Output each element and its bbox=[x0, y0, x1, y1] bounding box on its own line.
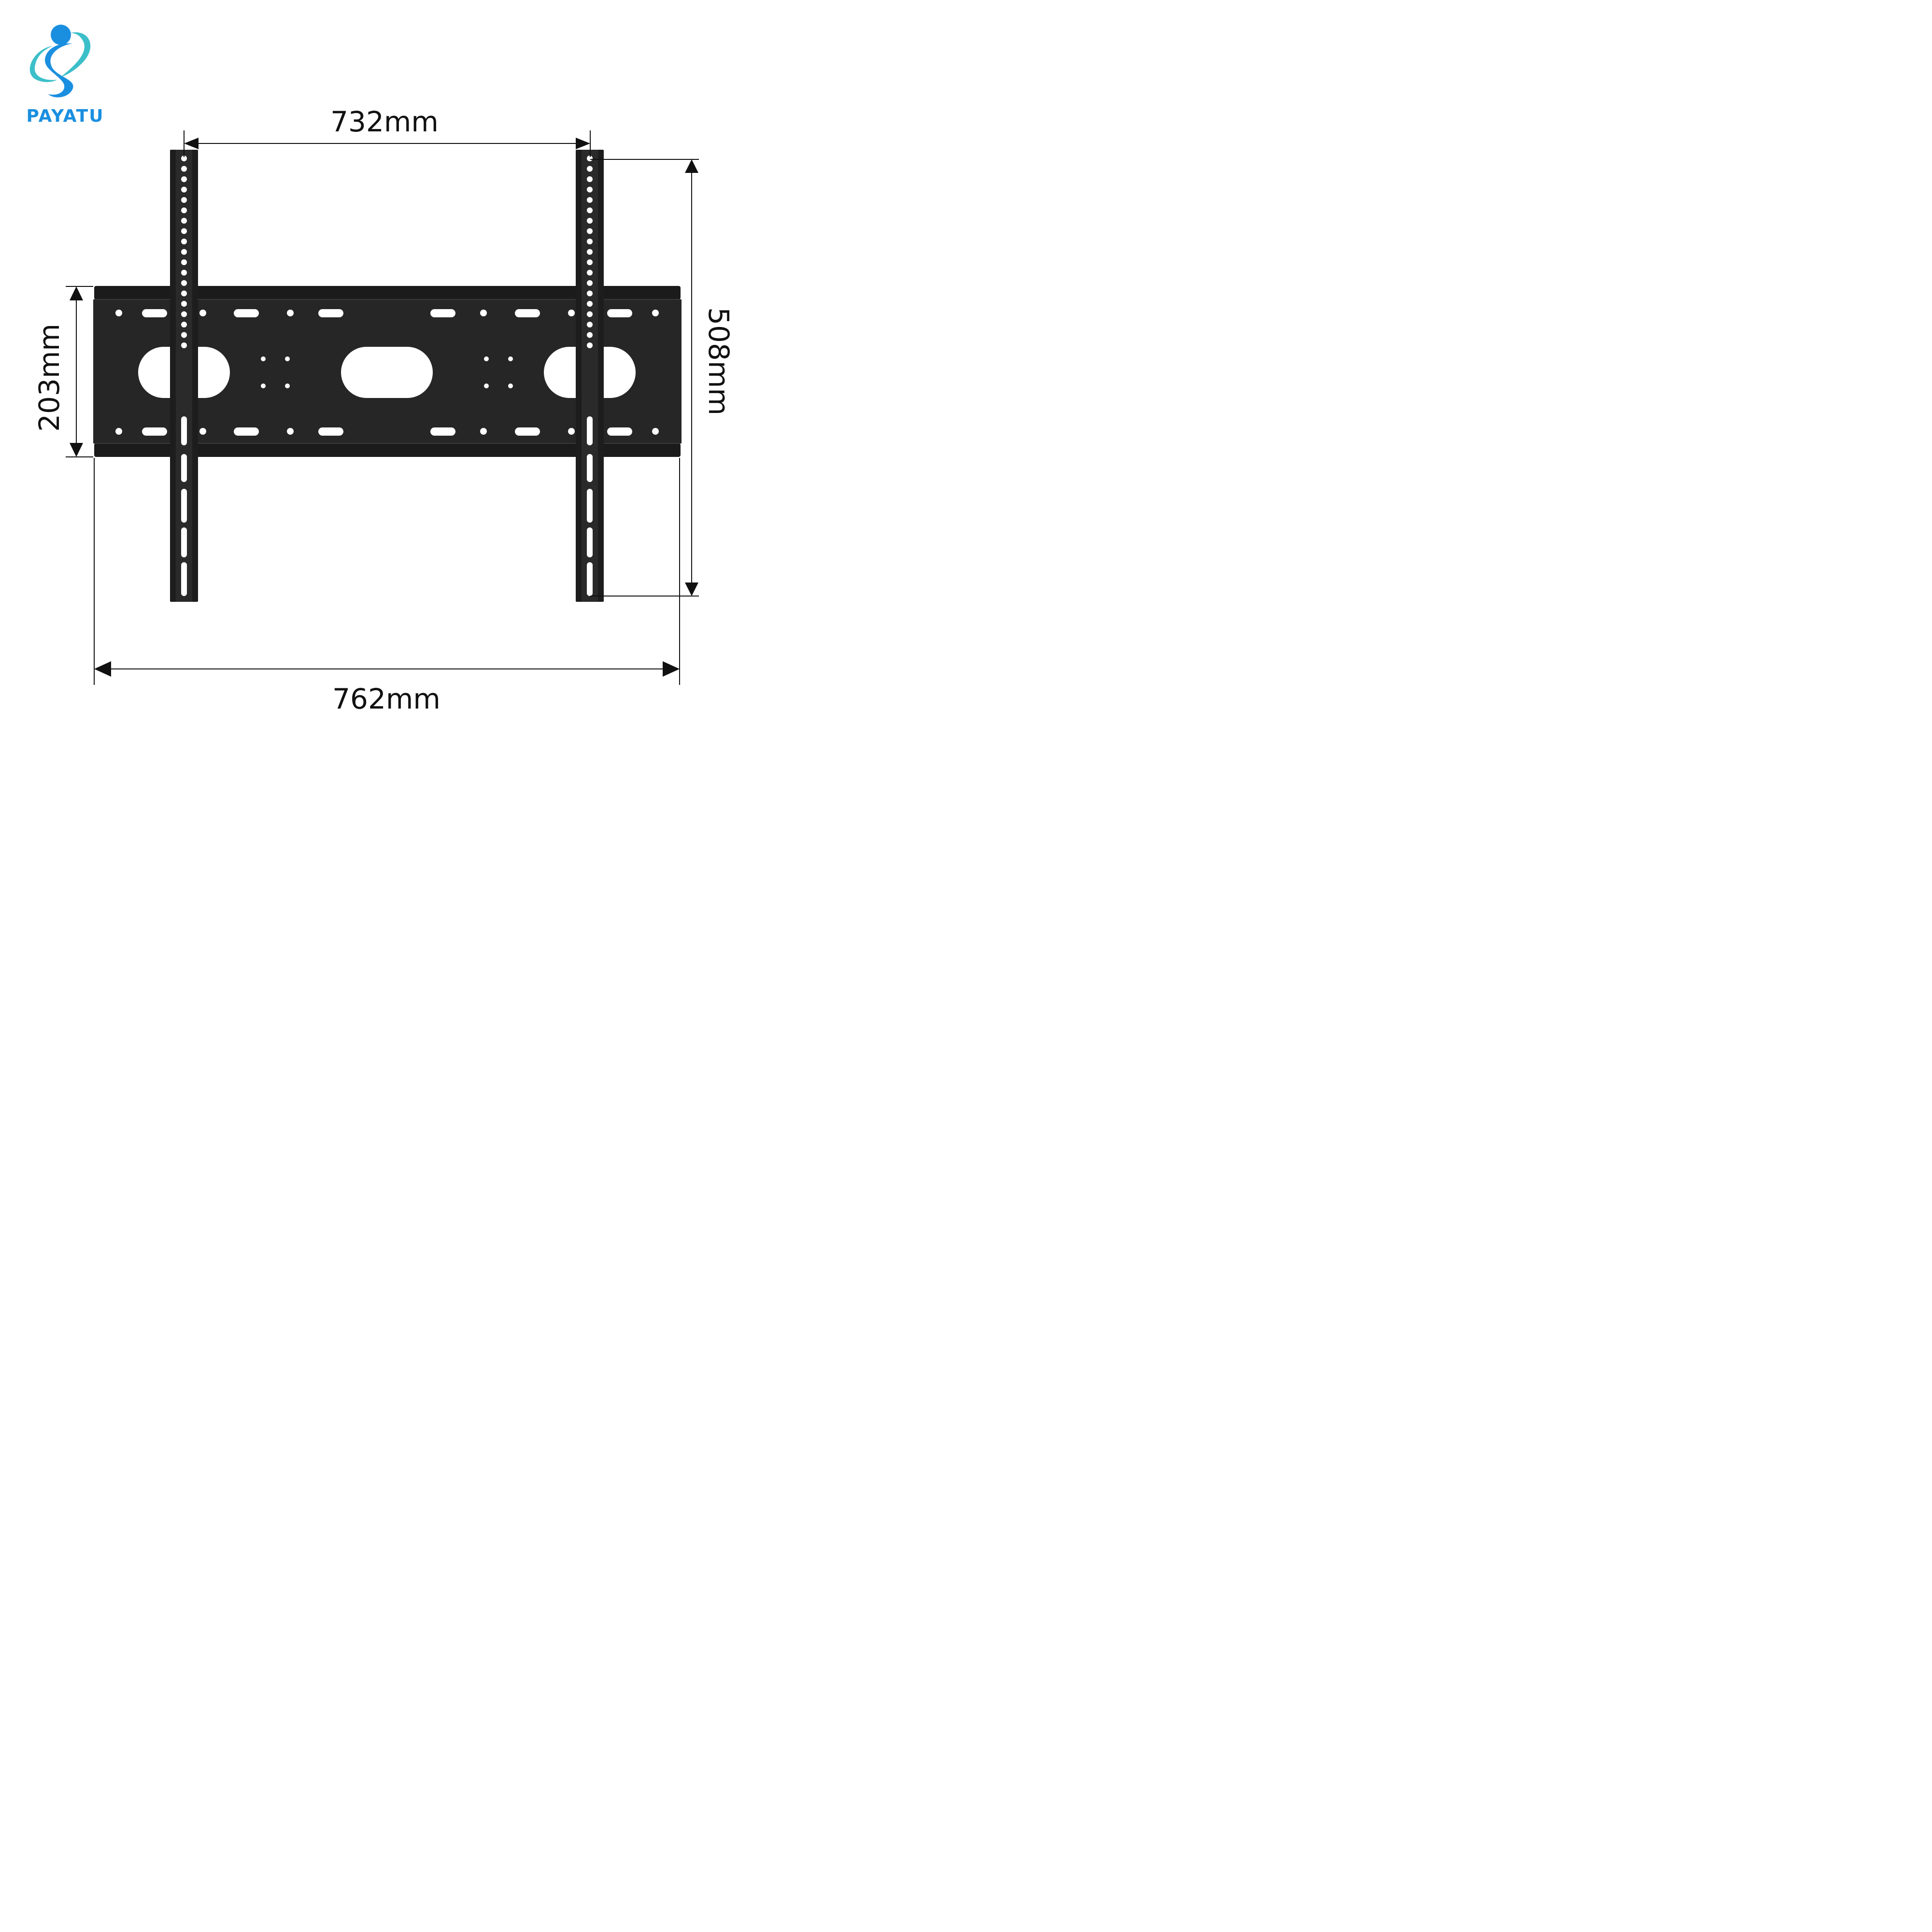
dimension-bottom: 762mm bbox=[94, 458, 680, 715]
dimension-left: 203mm bbox=[33, 286, 93, 457]
arm-hole bbox=[181, 186, 187, 193]
brand-name: PAYATU bbox=[27, 106, 104, 126]
plate-cutouts bbox=[138, 347, 636, 398]
arm-slot bbox=[181, 527, 187, 557]
arm-slot bbox=[181, 489, 187, 523]
arm-hole bbox=[181, 270, 187, 276]
arm-hole bbox=[181, 322, 187, 327]
payatu-logo: PAYATU bbox=[27, 25, 104, 126]
arm-slot bbox=[181, 562, 187, 596]
arm-hole bbox=[587, 166, 593, 172]
plate-top-lip bbox=[94, 286, 681, 299]
arrowhead-icon bbox=[576, 138, 590, 149]
arm-hole bbox=[181, 207, 187, 213]
arm-slot bbox=[587, 416, 593, 445]
arm-slot bbox=[587, 454, 593, 482]
arrowhead-icon bbox=[70, 286, 83, 300]
plate-holes-bottom-row bbox=[115, 427, 659, 436]
arm-hole bbox=[587, 290, 593, 297]
arm-hole bbox=[181, 166, 187, 172]
plate-bottom-lip bbox=[94, 443, 681, 457]
plate-small-holes bbox=[261, 356, 513, 388]
arm-hole bbox=[181, 228, 187, 234]
arm-hole bbox=[587, 207, 593, 213]
arm-hole bbox=[181, 332, 187, 338]
cutout-center bbox=[341, 347, 433, 398]
arm-hole bbox=[181, 156, 187, 161]
arm-hole bbox=[587, 197, 593, 203]
arrowhead-icon bbox=[685, 159, 698, 173]
left-vertical-arm bbox=[170, 150, 198, 602]
arrowhead-icon bbox=[184, 138, 199, 149]
arm-hole bbox=[587, 270, 593, 276]
arm-hole bbox=[587, 186, 593, 193]
arrowhead-icon bbox=[685, 582, 698, 596]
arm-slot bbox=[587, 527, 593, 557]
dimension-label-right: 508mm bbox=[702, 307, 735, 415]
plate-holes-top-row bbox=[115, 309, 659, 317]
arm-hole bbox=[181, 301, 187, 307]
arm-hole bbox=[181, 290, 187, 297]
right-vertical-arm bbox=[576, 150, 604, 602]
arm-hole bbox=[587, 322, 593, 327]
arm-hole bbox=[587, 228, 593, 234]
payatu-logo-icon bbox=[29, 25, 91, 98]
arm-slot bbox=[587, 489, 593, 523]
arm-hole bbox=[181, 239, 187, 244]
arm-hole bbox=[181, 218, 187, 224]
arm-hole bbox=[587, 332, 593, 338]
dimension-label-bottom: 762mm bbox=[332, 682, 440, 715]
arm-hole bbox=[181, 280, 187, 286]
arm-hole bbox=[587, 239, 593, 244]
dimension-top: 732mm bbox=[184, 105, 591, 157]
arm-hole bbox=[587, 301, 593, 307]
arrowhead-icon bbox=[663, 661, 680, 677]
arm-hole bbox=[181, 259, 187, 265]
arm-slot bbox=[587, 562, 593, 596]
mount-diagram: PAYATU bbox=[27, 25, 735, 715]
arm-hole bbox=[181, 311, 187, 317]
arm-hole bbox=[181, 197, 187, 203]
dimension-right: 508mm bbox=[590, 159, 735, 597]
arm-slot bbox=[181, 416, 187, 445]
arm-hole bbox=[587, 259, 593, 265]
dimension-label-left: 203mm bbox=[33, 324, 66, 432]
arm-hole bbox=[587, 342, 593, 348]
arm-hole bbox=[587, 280, 593, 286]
arm-hole bbox=[181, 176, 187, 182]
arm-hole bbox=[587, 218, 593, 224]
arrowhead-icon bbox=[70, 443, 83, 457]
arm-slot bbox=[181, 454, 187, 482]
dimension-label-top: 732mm bbox=[330, 105, 439, 138]
arm-hole bbox=[181, 342, 187, 348]
arm-hole bbox=[587, 249, 593, 255]
arm-hole bbox=[587, 311, 593, 317]
arm-hole bbox=[181, 249, 187, 255]
arrowhead-icon bbox=[94, 661, 111, 677]
arm-hole bbox=[587, 176, 593, 182]
